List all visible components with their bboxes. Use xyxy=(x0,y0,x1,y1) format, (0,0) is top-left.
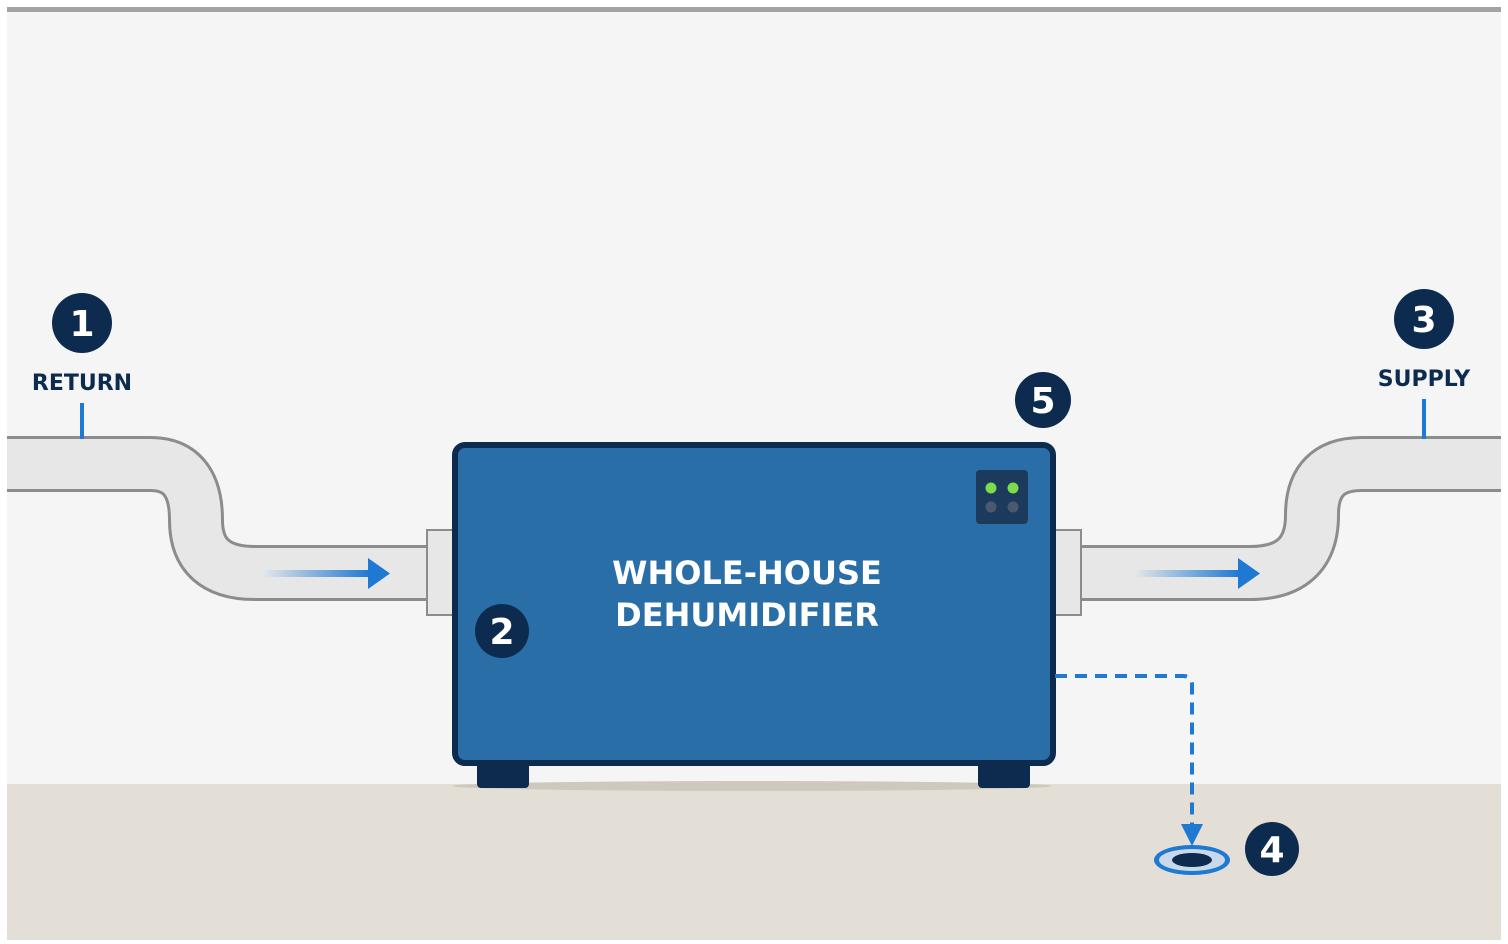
unit-title-line2: DEHUMIDIFIER xyxy=(615,596,879,634)
supply-leader xyxy=(1422,399,1426,439)
status-led-4 xyxy=(1007,501,1019,513)
unit-shadow xyxy=(452,781,1052,791)
floor-drain xyxy=(1154,845,1230,875)
marker-5-number: 5 xyxy=(1030,381,1055,422)
top-border xyxy=(7,7,1501,12)
supply-label: SUPPLY xyxy=(1378,367,1472,392)
marker-1: 1 xyxy=(52,293,112,353)
marker-2: 2 xyxy=(475,604,529,658)
condensate-drain-line xyxy=(1055,674,1194,826)
marker-5: 5 xyxy=(1015,372,1071,428)
marker-2-number: 2 xyxy=(489,612,514,653)
marker-1-number: 1 xyxy=(69,304,94,345)
supply-flow-arrow xyxy=(1134,558,1260,589)
marker-4-number: 4 xyxy=(1259,830,1284,871)
control-panel xyxy=(976,470,1028,524)
marker-3: 3 xyxy=(1394,289,1454,349)
drain-arrowhead xyxy=(1181,824,1203,846)
marker-3-number: 3 xyxy=(1411,300,1436,341)
status-led-3 xyxy=(985,501,997,513)
supply-duct xyxy=(1080,436,1501,601)
marker-4: 4 xyxy=(1245,822,1299,876)
supply-collar xyxy=(1052,529,1082,616)
status-led-1 xyxy=(985,482,997,494)
unit-title-line1: WHOLE-HOUSE xyxy=(612,554,882,592)
return-label: RETURN xyxy=(32,371,132,396)
return-duct xyxy=(7,436,427,601)
return-collar xyxy=(426,529,456,616)
return-leader xyxy=(80,403,84,439)
return-flow-arrow xyxy=(262,558,390,589)
status-led-2 xyxy=(1007,482,1019,494)
dehumidifier-unit xyxy=(452,442,1056,766)
